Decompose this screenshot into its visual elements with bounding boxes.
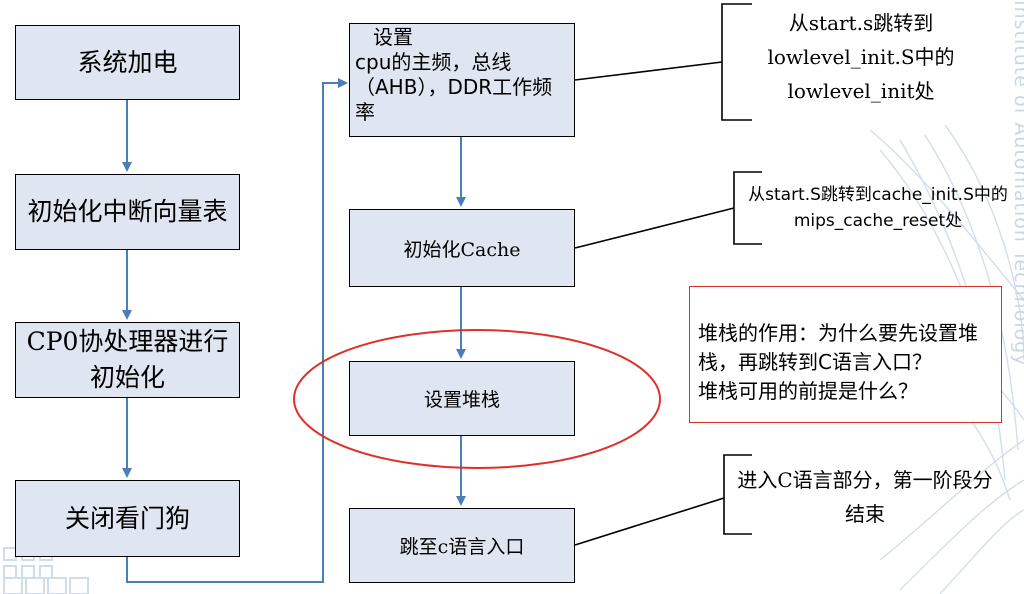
- step-disable-watchdog-label: 关闭看门狗: [64, 503, 190, 533]
- note-end-text: 进入C语言部分，第一阶段分结束: [737, 468, 993, 526]
- bracket-end-note: [723, 454, 752, 535]
- highlight-ellipse: [293, 329, 661, 469]
- step-disable-watchdog: 关闭看门狗: [15, 480, 240, 557]
- step-set-stack: 设置堆栈: [349, 361, 575, 436]
- step-init-vector-table-label: 初始化中断向量表: [27, 197, 228, 226]
- step-init-vector-table: 初始化中断向量表: [15, 174, 240, 250]
- note-freq-text: 从start.s跳转到lowlevel_init.S中的lowlevel_ini…: [767, 11, 955, 103]
- leader-freq-note: [574, 61, 723, 81]
- note-cache: 从start.S跳转到cache_init.S中的mips_cache_rese…: [742, 182, 1014, 234]
- step-init-cache: 初始化Cache: [349, 209, 575, 287]
- note-freq: 从start.s跳转到lowlevel_init.S中的lowlevel_ini…: [752, 6, 970, 108]
- bracket-cache-note: [733, 171, 762, 245]
- note-end: 进入C语言部分，第一阶段分结束: [734, 463, 996, 531]
- step-init-cp0: CP0协处理器进行初始化: [15, 322, 240, 398]
- leader-end-note: [574, 497, 725, 546]
- note-cache-text: 从start.S跳转到cache_init.S中的mips_cache_rese…: [748, 185, 1008, 231]
- leader-cache-note: [574, 207, 735, 249]
- step-power-on: 系统加电: [15, 25, 240, 100]
- step-set-frequency-line1: 设置: [373, 25, 413, 49]
- step-power-on-label: 系统加电: [77, 47, 178, 77]
- stack-question-text: 堆栈的作用：为什么要先设置堆栈，再跳转到C语言入口？ 堆栈可用的前提是什么？: [698, 321, 978, 403]
- watermark-text: Institute of Automation Technology: [1010, 0, 1024, 367]
- step-init-cache-label: 初始化Cache: [403, 238, 521, 261]
- step-set-frequency-body: cpu的主频，总线（AHB），DDR工作频率: [355, 50, 553, 124]
- step-set-frequency: 设置 cpu的主频，总线（AHB），DDR工作频率: [349, 23, 575, 137]
- step-set-stack-label: 设置堆栈: [423, 389, 500, 411]
- arrow-watchdog-to-freq: [126, 78, 348, 583]
- step-jump-to-c-label: 跳至c语言入口: [399, 536, 525, 558]
- step-init-cp0-label: CP0协处理器进行初始化: [26, 327, 229, 392]
- step-jump-to-c: 跳至c语言入口: [349, 508, 575, 583]
- bracket-freq-note: [721, 3, 752, 121]
- stack-question-box: 堆栈的作用：为什么要先设置堆栈，再跳转到C语言入口？ 堆栈可用的前提是什么？: [689, 286, 1002, 423]
